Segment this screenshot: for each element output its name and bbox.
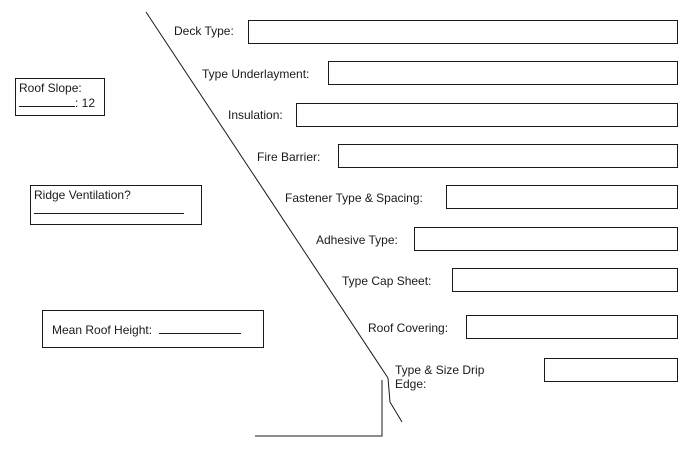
- ridge-ventilation-blank[interactable]: [34, 202, 184, 214]
- drip-edge-label-line1: Type & Size Drip: [395, 363, 485, 377]
- type-underlayment-label: Type Underlayment:: [202, 67, 310, 81]
- deck-type-label: Deck Type:: [174, 24, 234, 38]
- type-underlayment-field[interactable]: [328, 61, 678, 85]
- roof-slope-label: Roof Slope:: [19, 81, 82, 95]
- ridge-ventilation-box: Ridge Ventilation?: [30, 185, 202, 225]
- mean-roof-height-box: Mean Roof Height:: [42, 310, 264, 348]
- type-cap-sheet-field[interactable]: [452, 268, 678, 292]
- drip-edge-outline: [387, 377, 403, 423]
- roof-covering-field[interactable]: [466, 315, 678, 339]
- ridge-ventilation-label: Ridge Ventilation?: [34, 188, 131, 202]
- fastener-type-field[interactable]: [446, 185, 678, 209]
- adhesive-type-label: Adhesive Type:: [316, 233, 398, 247]
- fire-barrier-field[interactable]: [338, 144, 678, 168]
- adhesive-type-field[interactable]: [414, 227, 678, 251]
- fascia-line: [255, 380, 383, 437]
- roof-slope-answer[interactable]: : 12: [19, 95, 101, 110]
- mean-roof-height-blank[interactable]: [159, 322, 242, 334]
- drip-edge-label-line2: Edge:: [395, 377, 427, 391]
- type-cap-sheet-label: Type Cap Sheet:: [342, 274, 432, 288]
- fastener-type-label: Fastener Type & Spacing:: [285, 191, 423, 205]
- drip-edge-field[interactable]: [544, 358, 678, 382]
- roof-slope-blank[interactable]: [19, 95, 75, 107]
- roof-slope-line: [145, 11, 389, 379]
- mean-roof-height-label: Mean Roof Height:: [52, 323, 153, 337]
- roof-slope-suffix: : 12: [75, 96, 96, 110]
- roof-slope-box: Roof Slope: : 12: [15, 78, 105, 116]
- insulation-field[interactable]: [296, 103, 678, 127]
- fire-barrier-label: Fire Barrier:: [257, 150, 321, 164]
- insulation-label: Insulation:: [228, 108, 283, 122]
- roof-covering-label: Roof Covering:: [368, 321, 449, 335]
- deck-type-field[interactable]: [248, 20, 678, 44]
